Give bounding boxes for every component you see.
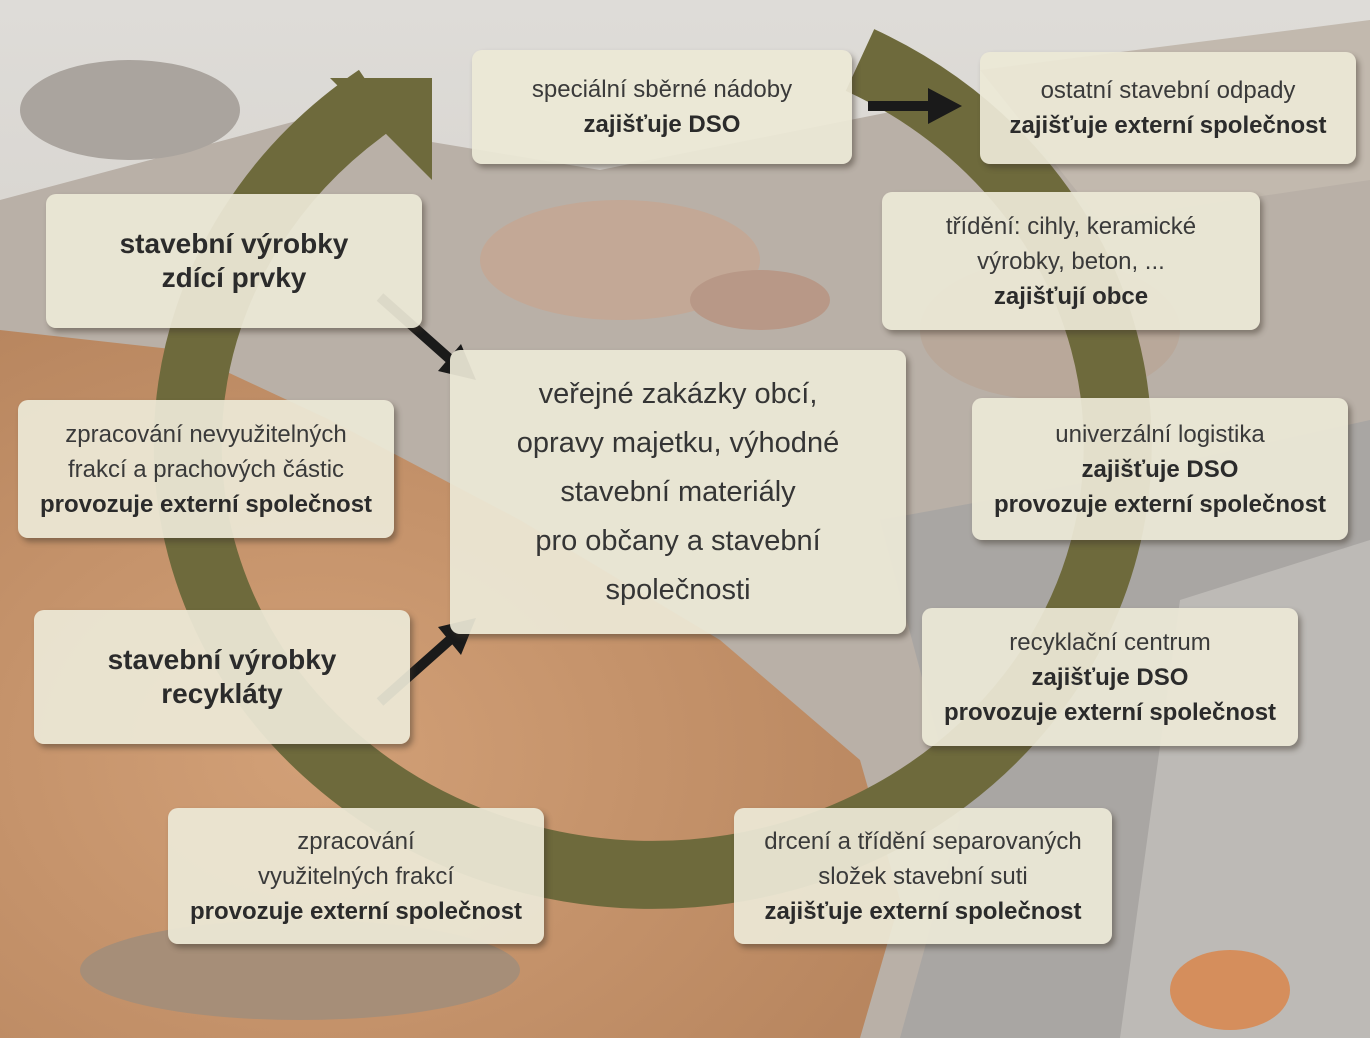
node-text-line: zajišťuje DSO bbox=[1081, 455, 1239, 483]
node-text-line: provozuje externí společnost bbox=[39, 490, 373, 518]
node-processing-usable-fractions: zpracování využitelných frakcí provozuje e… bbox=[168, 808, 544, 944]
cycle-ring-arrowhead bbox=[330, 78, 432, 180]
node-text-line: zajišťují obce bbox=[993, 282, 1149, 310]
node-text-line: zdící prvky bbox=[161, 262, 307, 293]
node-text-line: veřejné zakázky obcí, bbox=[538, 377, 818, 410]
node-text-line: speciální sběrné nádoby bbox=[531, 76, 793, 103]
node-text-line: opravy majetku, výhodné bbox=[516, 426, 840, 459]
node-recycling-center: recyklační centrum zajišťuje DSO provozuje… bbox=[922, 608, 1298, 746]
node-other-construction-waste: ostatní stavební odpady zajišťuje externí… bbox=[980, 52, 1356, 164]
node-text-line: frakcí a prachových částic bbox=[67, 455, 345, 483]
node-text-line: stavební výrobky bbox=[107, 644, 337, 675]
node-text-line: složek stavební suti bbox=[818, 862, 1028, 890]
node-text-line: zajišťuje externí společnost bbox=[764, 897, 1082, 925]
arrow-to-top-right-head bbox=[928, 88, 962, 124]
node-text-line: společnosti bbox=[605, 573, 751, 606]
node-text-line: výrobky, beton, ... bbox=[977, 247, 1165, 275]
node-text-line: zpracování bbox=[297, 827, 415, 855]
node-text-line: drcení a třídění separovaných bbox=[764, 827, 1082, 855]
node-text-line: provozuje externí společnost bbox=[993, 490, 1327, 518]
node-sorting: třídění: cihly, keramické výrobky, beton,… bbox=[882, 192, 1260, 330]
node-text-line: recykláty bbox=[161, 678, 283, 709]
node-special-bins: speciální sběrné nádoby zajišťuje DSO bbox=[472, 50, 852, 164]
node-text-line: ostatní stavební odpady bbox=[1040, 77, 1296, 104]
node-text-line: recyklační centrum bbox=[1009, 628, 1211, 656]
center-node-public-contracts: veřejné zakázky obcí, opravy majetku, výh… bbox=[450, 350, 906, 634]
node-text-line: provozuje externí společnost bbox=[943, 698, 1277, 726]
node-text-line: provozuje externí společnost bbox=[189, 897, 523, 925]
node-text-line: univerzální logistika bbox=[1055, 420, 1265, 448]
node-text-line: využitelných frakcí bbox=[257, 862, 455, 890]
node-text-line: zajišťuje externí společnost bbox=[1009, 112, 1327, 139]
node-processing-unusable-fractions: zpracování nevyužitelných frakcí a pracho… bbox=[18, 400, 394, 538]
node-universal-logistics: univerzální logistika zajišťuje DSO provoz… bbox=[972, 398, 1348, 540]
node-crushing-sorting: drcení a třídění separovaných složek stav… bbox=[734, 808, 1112, 944]
node-text-line: pro občany a stavební bbox=[535, 524, 821, 557]
node-text-line: třídění: cihly, keramické bbox=[945, 212, 1197, 240]
node-text-line: zajišťuje DSO bbox=[583, 111, 741, 138]
node-text-line: stavební výrobky bbox=[119, 228, 349, 259]
node-text-line: stavební materiály bbox=[560, 475, 796, 508]
node-text-line: zpracování nevyužitelných bbox=[65, 420, 347, 448]
node-text-line: zajišťuje DSO bbox=[1031, 663, 1189, 691]
